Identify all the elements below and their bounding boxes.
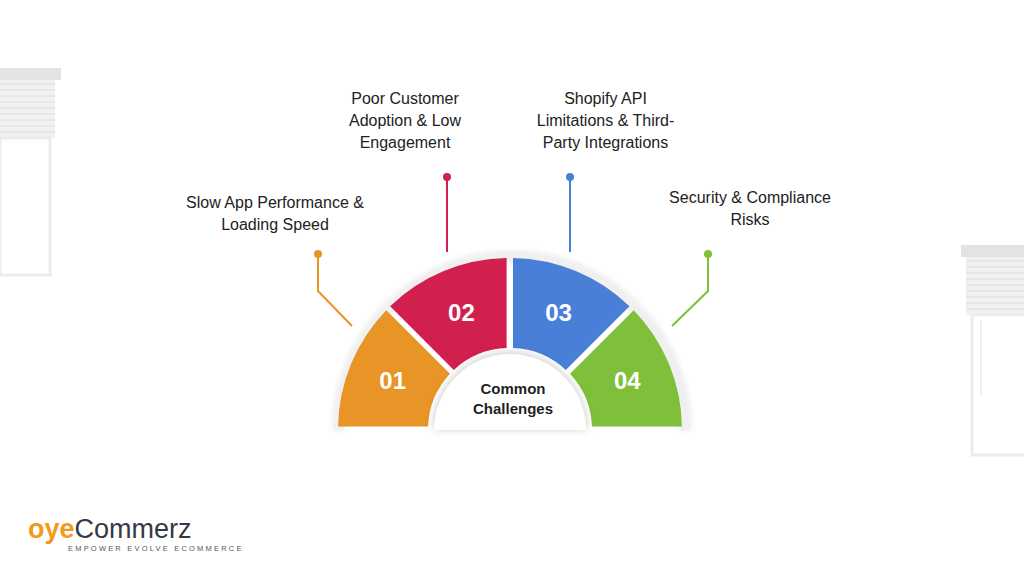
blind-slat <box>0 90 55 91</box>
blind-slat <box>966 297 1024 298</box>
callout-number: 02 <box>448 299 475 327</box>
gauge-shadow-ring <box>334 252 690 430</box>
leader-line <box>672 256 708 326</box>
blind-slat <box>0 102 55 103</box>
blind-slat <box>0 120 55 121</box>
window-frame <box>972 315 1024 455</box>
logo-text: oye <box>28 514 75 544</box>
blind-slat <box>966 285 1024 286</box>
blind-slat <box>966 309 1024 310</box>
challenge-label: Poor Customer Adoption & Low Engagement <box>335 88 475 154</box>
logo-text: Commerz <box>75 514 192 544</box>
blind-slat <box>0 84 55 85</box>
blind-slat-lines <box>0 84 55 132</box>
window-blind <box>961 245 1024 455</box>
blind-slat <box>0 108 55 109</box>
leader-line <box>318 256 352 326</box>
segment-fill <box>391 258 507 370</box>
blind-slats <box>0 80 55 138</box>
leader-dot <box>314 250 322 258</box>
logo-wordmark: oyeCommerz <box>28 514 244 544</box>
challenge-label: Slow App Performance & Loading Speed <box>160 192 390 236</box>
center-fill <box>434 354 586 430</box>
blind-head <box>961 245 1024 257</box>
blind-slats <box>966 257 1024 315</box>
callout-label-box: Shopify API Limitations & Third-Party In… <box>528 88 683 154</box>
blind-slat <box>966 279 1024 280</box>
callout-number: 03 <box>545 299 572 327</box>
callout-label-box: Security & Compliance Risks <box>655 187 845 231</box>
center-title: Common Challenges <box>463 379 563 419</box>
blind-slat <box>0 126 55 127</box>
callout-number: 04 <box>614 367 641 395</box>
window-blind <box>0 68 61 275</box>
callout-number: 01 <box>379 367 406 395</box>
window-frame <box>0 138 50 275</box>
blind-slat <box>966 291 1024 292</box>
blind-slat <box>966 267 1024 268</box>
blind-slat <box>0 114 55 115</box>
blind-head <box>0 68 61 80</box>
blind-slat <box>966 303 1024 304</box>
leader-line <box>446 180 448 252</box>
leader-dot <box>443 173 451 181</box>
leader-dot <box>704 250 712 258</box>
segment-fill <box>570 311 682 427</box>
leader-dot <box>566 173 574 181</box>
brand-logo: oyeCommerzEMPOWER EVOLVE ECOMMERCE <box>28 514 244 554</box>
gauge-center: Common Challenges <box>432 352 588 430</box>
logo-tagline: EMPOWER EVOLVE ECOMMERCE <box>68 544 244 554</box>
blind-slat <box>966 261 1024 262</box>
blind-slat <box>0 96 55 97</box>
blind-slat-lines <box>966 261 1024 309</box>
blind-slat <box>966 273 1024 274</box>
blind-cord <box>981 320 982 395</box>
challenge-label: Shopify API Limitations & Third-Party In… <box>528 88 683 154</box>
callout-label-box: Poor Customer Adoption & Low Engagement <box>335 88 475 154</box>
blind-slat <box>0 132 55 133</box>
callout-label-box: Slow App Performance & Loading Speed <box>160 192 390 236</box>
challenge-label: Security & Compliance Risks <box>655 187 845 231</box>
leader-lines <box>314 173 712 326</box>
leader-line <box>569 180 571 252</box>
